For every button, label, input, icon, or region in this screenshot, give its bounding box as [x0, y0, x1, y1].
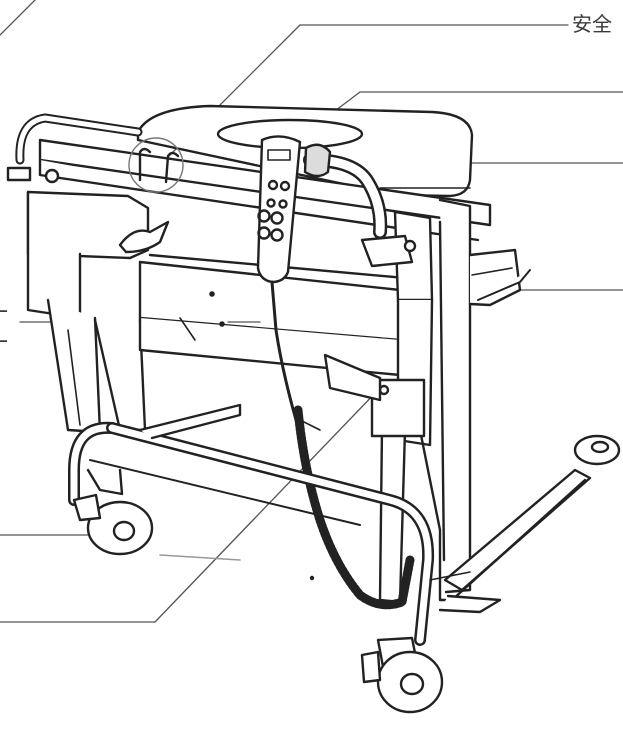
left-actuator — [26, 190, 170, 434]
safety-hook-detail — [128, 137, 184, 193]
leader-line-frame-diagonal — [154, 387, 381, 623]
actuator-column-2 — [93, 318, 147, 432]
frame-bolt — [403, 239, 417, 253]
controller-button — [266, 198, 276, 208]
diagonal-brace — [138, 403, 242, 440]
handle-grip — [303, 143, 332, 178]
safety-detail-circle — [128, 137, 184, 193]
callout-label-left-cut-2: L — [0, 323, 8, 347]
hand-controller — [256, 135, 415, 610]
safety-hook-icon-2 — [164, 151, 180, 184]
left-handrail — [6, 113, 143, 184]
front-left-caster — [72, 468, 154, 556]
housing-screw — [209, 291, 215, 297]
callout-label-safety: 安全 — [572, 12, 612, 36]
motor-housing — [138, 253, 412, 377]
wing-knob-icon — [118, 220, 170, 254]
controller-keypad — [257, 209, 284, 242]
actuator-column — [46, 298, 102, 434]
right-side-frame — [360, 210, 454, 604]
right-leg — [378, 426, 407, 604]
controller-button — [267, 179, 279, 191]
push-handle — [303, 143, 388, 239]
controller-body — [256, 135, 302, 284]
rear-right-caster — [360, 636, 444, 714]
leader-line-top-left — [0, 0, 36, 36]
housing-screw-2 — [219, 321, 225, 327]
callout-label-left-cut: L — [0, 293, 8, 317]
handrail-clip — [6, 166, 32, 182]
basket — [468, 248, 522, 307]
safety-hook-icon — [138, 147, 152, 182]
controller-button — [279, 180, 291, 192]
controller-cable — [270, 280, 298, 422]
front-u-frame — [68, 403, 435, 646]
detail-strokes — [159, 317, 471, 581]
controller-button — [278, 199, 288, 209]
coiled-cord — [293, 405, 415, 610]
right-rear-frame — [323, 198, 531, 594]
right-outrigger — [438, 434, 621, 614]
controller-screen — [267, 149, 291, 161]
